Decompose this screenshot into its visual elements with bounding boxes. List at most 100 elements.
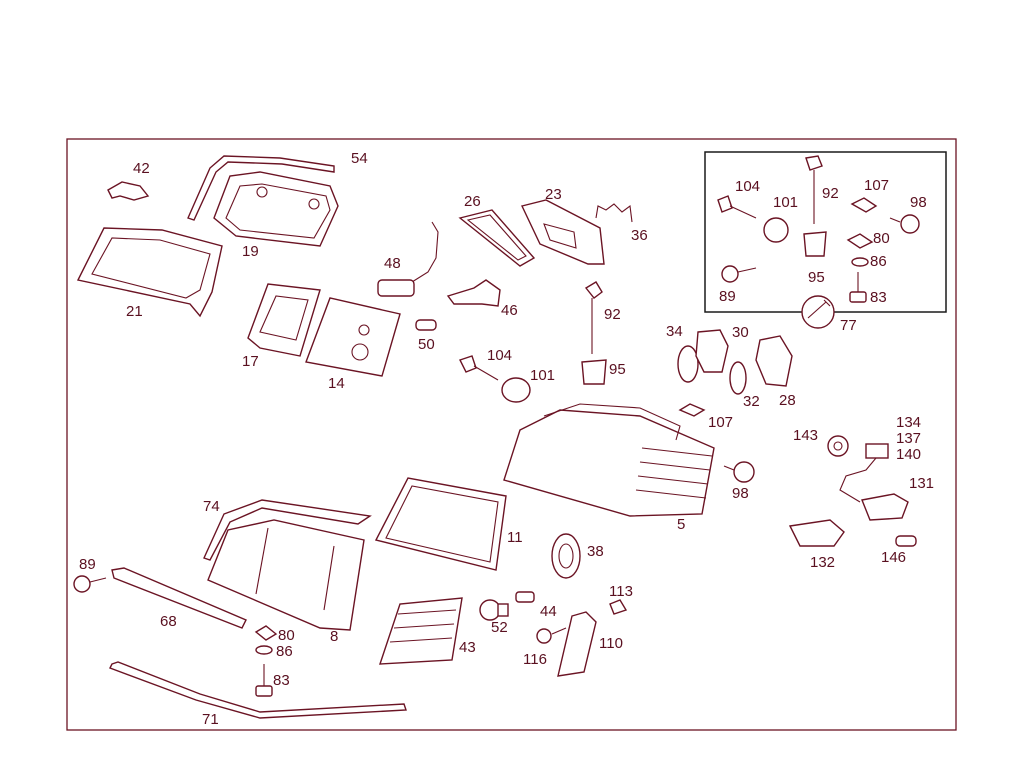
callout-92: 92	[604, 306, 621, 323]
part-lower-trim-68	[111, 567, 247, 629]
part-screw-83	[255, 664, 273, 697]
callout-131: 131	[909, 475, 934, 492]
part-bulb-wire-48	[377, 221, 439, 297]
part-bulb-46	[446, 279, 501, 307]
inset-screw-83	[849, 272, 867, 303]
callout-labels: 42 54 19 21 26 23 36 48 46 92 50 17 14 1…	[79, 150, 934, 728]
part-bulb-44	[515, 591, 535, 603]
callout-42: 42	[133, 160, 150, 177]
callout-132: 132	[810, 554, 835, 571]
part-adjuster-30	[695, 329, 729, 373]
callout-101: 101	[530, 367, 555, 384]
part-trim-strip-74	[203, 499, 372, 561]
callout-89: 89	[79, 556, 96, 573]
callout-44: 44	[540, 603, 557, 620]
callout-86-inset: 86	[870, 253, 887, 270]
callout-143: 143	[793, 427, 818, 444]
callout-92-inset: 92	[822, 185, 839, 202]
callout-26: 26	[464, 193, 481, 210]
callout-80-inset: 80	[873, 230, 890, 247]
inset-clip-80	[846, 233, 874, 249]
callout-23: 23	[545, 186, 562, 203]
wrench-icon	[801, 295, 835, 329]
callout-83: 83	[273, 672, 290, 689]
callout-116: 116	[523, 651, 547, 668]
part-clip-107	[678, 403, 706, 417]
part-small-bulb-50	[415, 319, 437, 331]
part-clip-42	[107, 181, 150, 201]
inset-clip-nut-95	[803, 231, 827, 257]
part-washer-86	[255, 645, 273, 655]
part-projector-17	[247, 283, 321, 357]
callout-52: 52	[491, 619, 508, 636]
part-trim-strip-54	[187, 155, 335, 221]
callout-107: 107	[708, 414, 733, 431]
callout-98-inset: 98	[910, 194, 927, 211]
callout-46: 46	[501, 302, 518, 319]
part-lens-43	[379, 597, 463, 665]
part-gasket-26	[458, 209, 536, 267]
part-cover-plate-23	[521, 199, 605, 265]
callout-48: 48	[384, 255, 401, 272]
callout-113: 113	[609, 583, 633, 600]
callout-17: 17	[242, 353, 259, 370]
part-bolt-98	[723, 461, 755, 483]
inset-screw-92	[805, 155, 823, 224]
inset-bolt-98	[889, 214, 920, 234]
callout-104-inset: 104	[735, 178, 760, 195]
callout-68: 68	[160, 613, 177, 630]
inset-washer-86	[851, 257, 869, 267]
part-screw-92	[584, 281, 603, 354]
callout-95-inset: 95	[808, 269, 825, 286]
part-clip-113	[609, 599, 628, 615]
part-grommet-101	[501, 377, 531, 403]
part-bracket-110	[557, 611, 597, 677]
part-screw-104	[459, 355, 499, 381]
part-screw-89	[73, 575, 107, 593]
callout-89-inset: 89	[719, 288, 736, 305]
part-reflector-14	[305, 297, 401, 377]
part-ring-32	[729, 361, 747, 395]
callout-146: 146	[881, 549, 906, 566]
callout-140: 140	[896, 446, 921, 463]
callout-19: 19	[242, 243, 259, 260]
part-connector-134	[839, 443, 889, 503]
callout-21: 21	[126, 303, 143, 320]
callout-110: 110	[599, 635, 623, 652]
part-marker-lamp-132	[788, 519, 845, 547]
callout-104: 104	[487, 347, 512, 364]
callout-54: 54	[351, 150, 368, 167]
part-cap-38	[551, 533, 581, 579]
callout-98: 98	[732, 485, 749, 502]
part-side-marker-131	[861, 493, 909, 521]
callout-30: 30	[732, 324, 749, 341]
inset-screw-89	[721, 265, 757, 283]
callout-83-inset: 83	[870, 289, 887, 306]
callout-14: 14	[328, 375, 345, 392]
callout-5: 5	[677, 516, 685, 533]
callout-137: 137	[896, 430, 921, 447]
part-lens-8	[207, 519, 365, 631]
part-small-bulb-146	[895, 535, 917, 547]
part-grommet-143	[827, 435, 849, 457]
callout-50: 50	[418, 336, 435, 353]
part-bulb-52	[479, 599, 509, 621]
part-clip-nut-95	[581, 359, 607, 385]
callout-71: 71	[202, 711, 219, 728]
callout-43: 43	[459, 639, 476, 656]
callout-134: 134	[896, 414, 921, 431]
callout-101-inset: 101	[773, 194, 798, 211]
callout-107-inset: 107	[864, 177, 889, 194]
inset-screw-104	[717, 195, 757, 219]
part-seal-strip-71	[109, 661, 407, 719]
callout-38: 38	[587, 543, 604, 560]
callout-11: 11	[507, 529, 523, 546]
part-surround-21	[76, 227, 223, 318]
callout-34: 34	[666, 323, 683, 340]
callout-86: 86	[276, 643, 293, 660]
callout-28: 28	[779, 392, 796, 409]
diagram-frame	[66, 138, 957, 731]
part-spring-clip-36	[595, 203, 633, 223]
callout-8: 8	[330, 628, 338, 645]
